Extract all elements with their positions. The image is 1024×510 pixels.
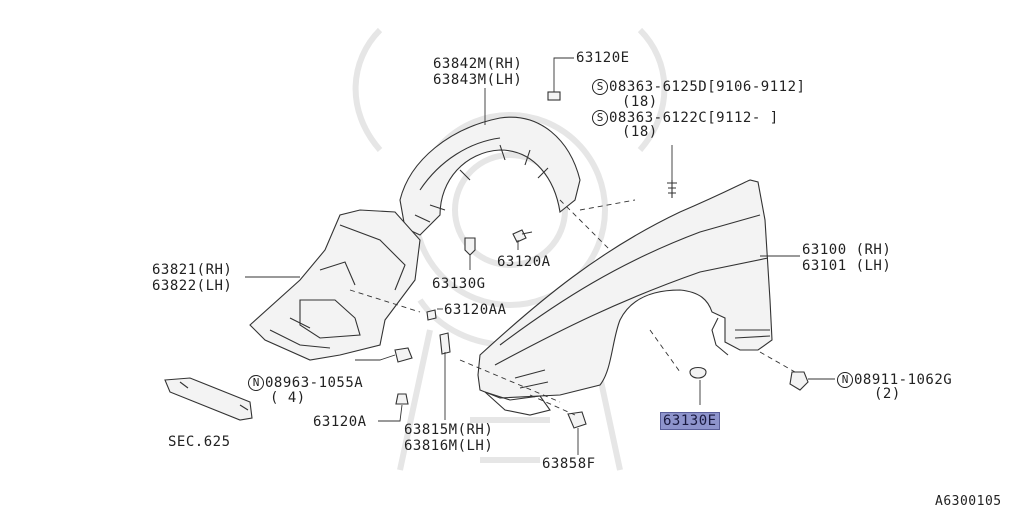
screw-symbol-icon: S bbox=[592, 110, 608, 126]
nut-a-qty: ( 4) bbox=[270, 390, 306, 406]
label-63120e: 63120E bbox=[576, 50, 630, 66]
label-63816m: 63816M(LH) bbox=[404, 438, 494, 454]
screw-a-qty: (18) bbox=[622, 94, 658, 110]
front-fender bbox=[477, 179, 773, 416]
label-63120aa: 63120AA bbox=[444, 302, 507, 318]
nut-b-qty: (2) bbox=[874, 386, 901, 402]
screw-b-range: [9112- ] bbox=[707, 110, 779, 126]
screw-b-code: 08363-6122C bbox=[609, 110, 708, 126]
label-63120a-upper: 63120A bbox=[497, 254, 551, 270]
label-63842m: 63842M(RH) bbox=[433, 56, 523, 72]
label-63815m: 63815M(RH) bbox=[404, 422, 494, 438]
screw-a-code: 08363-6125D bbox=[609, 79, 708, 95]
label-63130g: 63130G bbox=[432, 276, 486, 292]
label-sec-625: SEC.625 bbox=[168, 434, 231, 450]
guide-rail bbox=[164, 377, 253, 421]
label-63821: 63821(RH) bbox=[152, 262, 233, 278]
label-63120a-lower: 63120A bbox=[313, 414, 367, 430]
leader-lines bbox=[245, 57, 835, 455]
nut-a-code: 08963-1055A bbox=[265, 375, 364, 391]
label-63843m: 63843M(LH) bbox=[433, 72, 523, 88]
nut-b-code: 08911-1062G bbox=[854, 372, 953, 388]
diagram-id: A6300105 bbox=[935, 494, 1002, 509]
nut-symbol-icon: N bbox=[248, 375, 264, 391]
label-63130e-highlighted[interactable]: 63130E bbox=[660, 412, 720, 430]
assembly-lines bbox=[349, 199, 796, 416]
screw-a-range: [9106-9112] bbox=[707, 79, 806, 95]
upper-splash-guard bbox=[399, 116, 581, 236]
lower-protector bbox=[249, 209, 421, 361]
label-63100: 63100 (RH) bbox=[802, 242, 892, 258]
label-63101: 63101 (LH) bbox=[802, 258, 892, 274]
label-63822: 63822(LH) bbox=[152, 278, 233, 294]
screw-b-qty: (18) bbox=[622, 124, 658, 140]
screw-symbol-icon: S bbox=[592, 79, 608, 95]
fasteners bbox=[394, 91, 809, 429]
nut-symbol-icon: N bbox=[837, 372, 853, 388]
label-63858f: 63858F bbox=[542, 456, 596, 472]
